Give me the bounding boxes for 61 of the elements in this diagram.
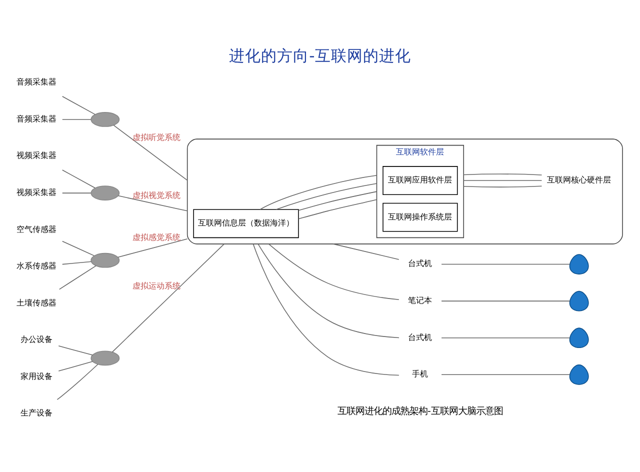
connector — [58, 360, 93, 371]
connector — [62, 96, 96, 114]
connector — [258, 243, 400, 338]
node-box: 互联网信息层（数据海洋） — [193, 208, 299, 238]
node-text: 视频采集器 — [16, 188, 57, 197]
connector — [441, 336, 570, 338]
caption: 互联网进化的成熟架构-互联网大脑示意图 — [337, 405, 503, 416]
node-text: 土壤传感器 — [16, 298, 57, 307]
node-text: 互联网核心硬件层 — [547, 174, 612, 184]
connector — [332, 243, 400, 260]
connector — [441, 263, 570, 264]
node-text: 生产设备 — [20, 408, 53, 418]
connector — [463, 173, 542, 175]
connector — [260, 174, 378, 210]
node-person — [569, 327, 589, 348]
connector — [298, 190, 378, 210]
connector — [62, 169, 96, 188]
node-person — [569, 254, 589, 274]
connector — [62, 260, 92, 264]
connector — [113, 124, 188, 180]
connector — [441, 300, 570, 301]
connector — [62, 192, 92, 193]
connector — [276, 182, 378, 210]
connector — [58, 264, 96, 290]
connector — [62, 240, 95, 256]
node-text: 空气传感器 — [16, 224, 57, 234]
edge-label: 虚拟运动系统 — [132, 281, 180, 290]
edge-label: 虚拟视觉系统 — [132, 190, 180, 200]
connector — [58, 345, 93, 355]
node-ellipse — [90, 112, 120, 126]
edge-label: 虚拟感觉系统 — [132, 232, 180, 242]
node-ellipse — [90, 252, 120, 268]
node-box: 互联网操作系统层 — [382, 202, 458, 232]
node-person — [569, 290, 589, 311]
connector — [441, 374, 570, 375]
connector — [112, 243, 225, 352]
node-text: 音频采集器 — [16, 114, 57, 123]
connector — [118, 194, 188, 211]
node-text: 笔记本 — [408, 296, 432, 305]
connector — [463, 185, 542, 187]
node-text: 办公设备 — [20, 334, 53, 344]
cluster — [186, 138, 623, 244]
connector — [298, 198, 378, 219]
connector — [252, 243, 400, 376]
edge-label: 虚拟听觉系统 — [132, 132, 180, 142]
connector — [56, 363, 98, 400]
node-ellipse — [90, 350, 120, 366]
node-text: 水系传感器 — [16, 261, 57, 270]
node-text: 家用设备 — [20, 371, 53, 380]
node-text: 手机 — [412, 369, 428, 378]
connector — [62, 118, 92, 120]
node-text: 视频采集器 — [16, 150, 57, 160]
connector — [268, 243, 400, 300]
diagram-title: 进化的方向-互联网的进化 — [229, 45, 411, 64]
node-text: 音频采集器 — [16, 77, 57, 86]
node-text: 台式机 — [408, 258, 432, 268]
node-person — [569, 364, 589, 384]
node-ellipse — [90, 185, 120, 200]
connector — [117, 238, 188, 258]
node-box: 互联网应用软件层 — [382, 166, 458, 195]
node-text: 台式机 — [408, 332, 432, 342]
